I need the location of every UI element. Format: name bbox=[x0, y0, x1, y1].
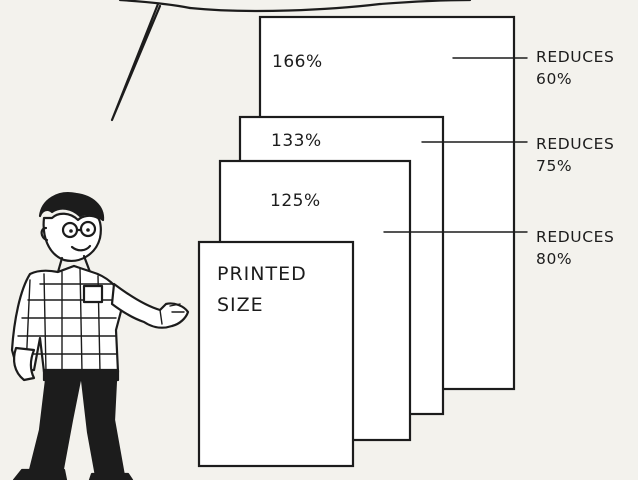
left-shoe-icon bbox=[14, 470, 66, 480]
callout-reduces-75: REDUCES 75% bbox=[536, 133, 615, 177]
belt-icon bbox=[44, 370, 118, 380]
sheet-label-125: 125% bbox=[270, 191, 321, 211]
sheet-label-166: 166% bbox=[272, 52, 323, 72]
printed-label-line1: PRINTED bbox=[217, 259, 307, 290]
hanging-arm-icon bbox=[14, 348, 34, 380]
right-shoe-icon bbox=[90, 474, 132, 480]
cartoon-man-presenting bbox=[12, 193, 188, 480]
callout-reduces-60: REDUCES 60% bbox=[536, 46, 615, 90]
sheet-label-133: 133% bbox=[271, 131, 322, 151]
callout-60-line2: 60% bbox=[536, 68, 615, 90]
callout-80-line2: 80% bbox=[536, 248, 615, 270]
left-leg-icon bbox=[30, 380, 80, 474]
pointing-arm-icon bbox=[112, 284, 188, 328]
sheet-label-printed-size: PRINTED SIZE bbox=[217, 259, 307, 321]
callout-75-line2: 75% bbox=[536, 155, 615, 177]
callout-60-line1: REDUCES bbox=[536, 46, 615, 68]
printed-label-line2: SIZE bbox=[217, 290, 307, 321]
callout-reduces-80: REDUCES 80% bbox=[536, 226, 615, 270]
right-leg-icon bbox=[82, 380, 124, 476]
callout-75-line1: REDUCES bbox=[536, 133, 615, 155]
callout-80-line1: REDUCES bbox=[536, 226, 615, 248]
